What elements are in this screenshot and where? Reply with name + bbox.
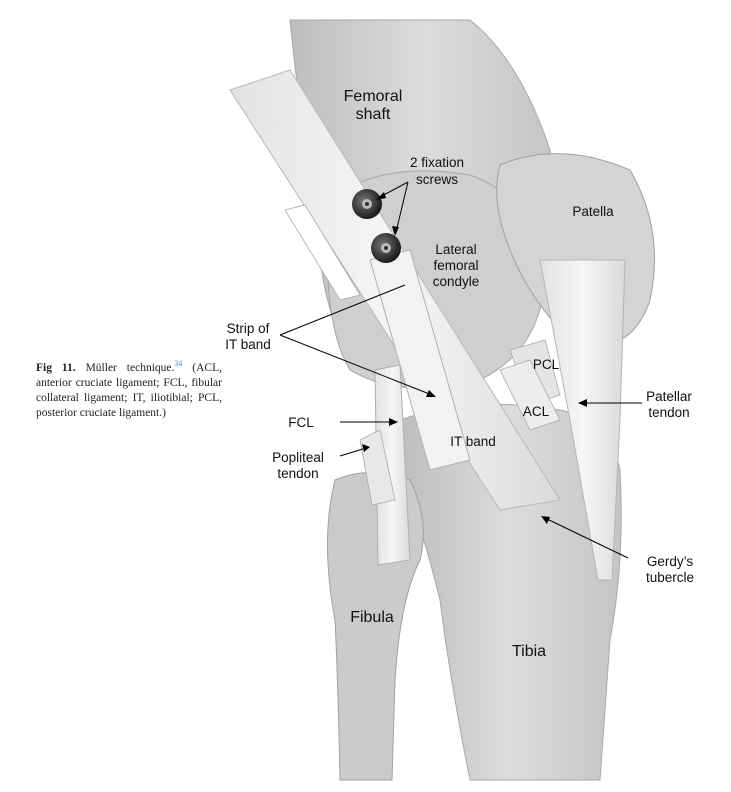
fibula [327, 472, 424, 781]
label-lateral-line3: condyle [433, 274, 480, 289]
caption-body: (ACL, anterior cruciate ligament; FCL, f… [36, 361, 223, 419]
label-pcl: PCL [533, 357, 560, 372]
figure-label: Fig [36, 361, 52, 374]
label-screws-line1: 2 fixation [410, 155, 464, 170]
fixation-screw-upper [352, 189, 382, 219]
label-femoral-shaft-line2: shaft [356, 106, 391, 123]
label-strip-line1: Strip of [227, 321, 270, 336]
label-fibula: Fibula [350, 609, 394, 626]
it-band-slit [284, 204, 361, 301]
label-gerdy-line1: Gerdy’s [647, 554, 694, 569]
figure-caption: Fig 11. Müller technique.34 (ACL, anteri… [36, 356, 222, 421]
fixation-screw-lower [371, 233, 401, 263]
label-it-band: IT band [450, 434, 496, 449]
label-patella: Patella [572, 204, 614, 219]
label-lateral-line1: Lateral [435, 242, 476, 257]
label-screws-line2: screws [416, 172, 458, 187]
label-femoral-shaft-line1: Femoral [344, 88, 403, 105]
label-popliteal-line2: tendon [277, 466, 318, 481]
label-popliteal-line1: Popliteal [272, 450, 324, 465]
acl-ligament [499, 359, 561, 431]
figure-number: 11. [61, 361, 76, 374]
label-tibia: Tibia [512, 643, 546, 660]
label-patellar-line2: tendon [648, 405, 689, 420]
label-lateral-line2: femoral [433, 258, 478, 273]
label-fcl: FCL [288, 415, 314, 430]
label-gerdy-line2: tubercle [646, 570, 694, 585]
figure-title: Müller technique. [85, 361, 175, 374]
label-patellar-line1: Patellar [646, 389, 692, 404]
label-acl: ACL [523, 404, 550, 419]
patellar-tendon [539, 259, 626, 581]
popliteal-tendon [359, 429, 396, 506]
label-strip-line2: IT band [225, 337, 271, 352]
reference-number: 34 [174, 359, 183, 368]
leader-lines [279, 181, 642, 559]
